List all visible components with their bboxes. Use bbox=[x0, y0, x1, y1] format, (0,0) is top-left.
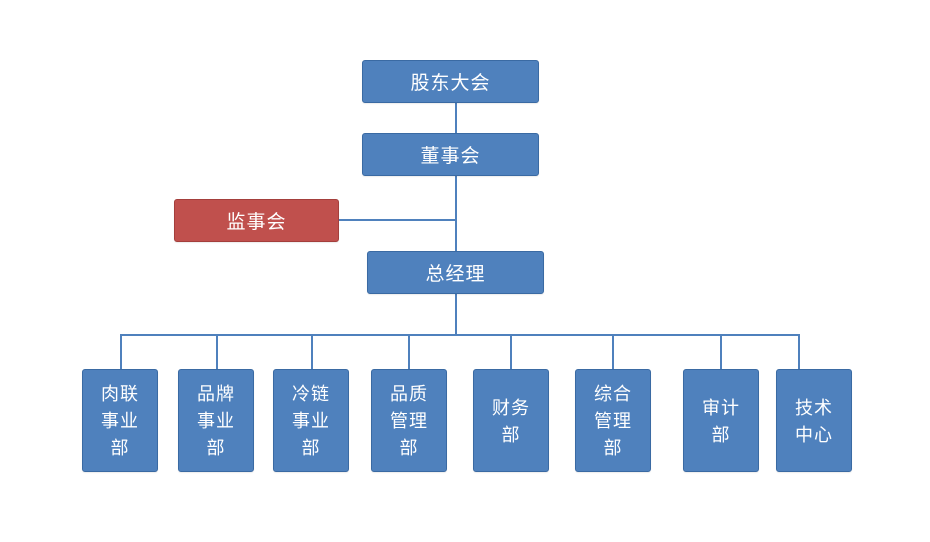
node-dept-brand-business: 品牌 事业 部 bbox=[178, 369, 254, 472]
node-dept-technology-center: 技术 中心 bbox=[776, 369, 852, 472]
node-dept-audit: 审计 部 bbox=[683, 369, 759, 472]
connector-board-gm bbox=[455, 175, 457, 252]
node-dept-quality-management: 品质 管理 部 bbox=[371, 369, 447, 472]
node-dept-meat-business: 肉联 事业 部 bbox=[82, 369, 158, 472]
department-bus bbox=[120, 334, 800, 336]
connector-dept-5 bbox=[510, 334, 512, 370]
connector-shareholders-board bbox=[455, 102, 457, 134]
connector-gm-bus bbox=[455, 293, 457, 335]
connector-dept-8 bbox=[798, 334, 800, 370]
connector-dept-4 bbox=[408, 334, 410, 370]
node-dept-finance: 财务 部 bbox=[473, 369, 549, 472]
connector-dept-1 bbox=[120, 334, 122, 370]
node-dept-general-management: 综合 管理 部 bbox=[575, 369, 651, 472]
connector-dept-6 bbox=[612, 334, 614, 370]
connector-dept-3 bbox=[311, 334, 313, 370]
connector-dept-7 bbox=[720, 334, 722, 370]
node-general-manager: 总经理 bbox=[367, 251, 544, 294]
connector-supervisory bbox=[338, 219, 456, 221]
node-dept-cold-chain-business: 冷链 事业 部 bbox=[273, 369, 349, 472]
node-shareholders-meeting: 股东大会 bbox=[362, 60, 539, 103]
connector-dept-2 bbox=[216, 334, 218, 370]
node-supervisory-board: 监事会 bbox=[174, 199, 339, 242]
node-board-of-directors: 董事会 bbox=[362, 133, 539, 176]
